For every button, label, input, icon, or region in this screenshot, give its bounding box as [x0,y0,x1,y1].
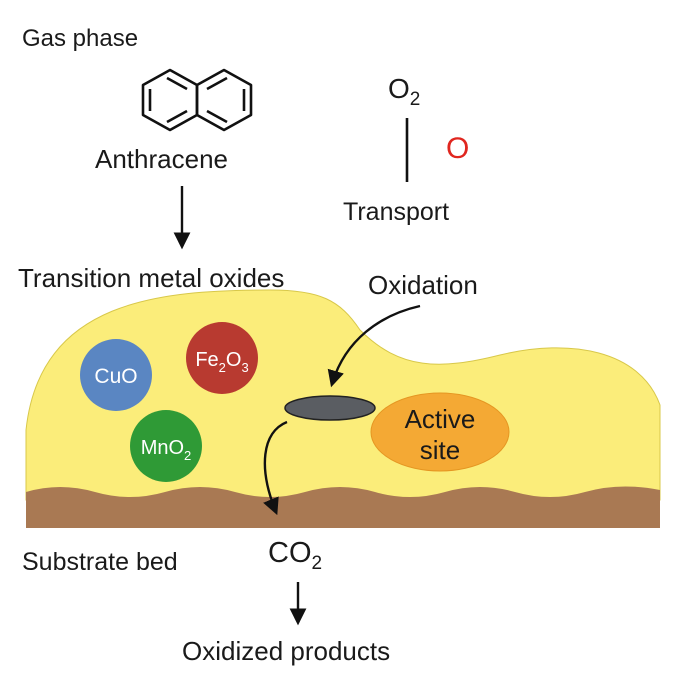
gas-phase-label: Gas phase [22,25,138,52]
transition-metal-oxides-label: Transition metal oxides [18,263,284,293]
substrate-bed [26,486,660,528]
desorption-arrow [263,420,288,516]
mno2-label: MnO2 [141,437,192,463]
oxidation-label: Oxidation [368,270,478,300]
fe2o3-label: Fe2O3 [195,349,248,375]
co2-label: CO2 [268,537,322,574]
oxidation-arrow [327,304,421,388]
substrate-bed-label: Substrate bed [22,548,178,576]
cuo-particle: CuO [80,339,152,411]
active-site: Active site [370,392,510,472]
fe2o3-particle: Fe2O3 [186,322,258,394]
active-site-line2: site [420,435,460,465]
transport-label: Transport [343,198,449,226]
adsorbed-species [284,395,376,421]
mno2-particle: MnO2 [130,410,202,482]
anthracene-label: Anthracene [95,144,228,174]
anthracene-molecule-icon [141,68,253,132]
o2-label: O2 [388,73,420,110]
o-atom-label: O [446,132,469,165]
active-site-line1: Active [405,404,476,434]
cuo-label: CuO [94,365,137,388]
oxidized-products-label: Oxidized products [182,636,390,666]
